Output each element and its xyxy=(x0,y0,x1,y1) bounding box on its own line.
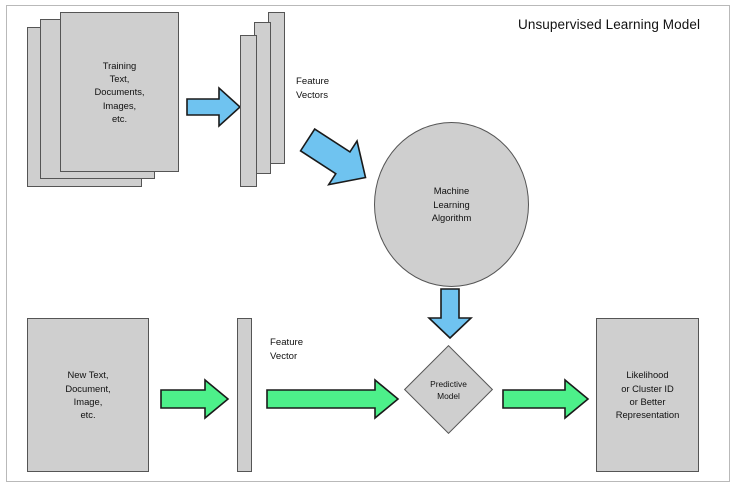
output-line-3: or Better xyxy=(629,396,666,407)
training-documents-stack: Training Text, Documents, Images, etc. xyxy=(60,12,179,172)
new-input-line-3: Image, xyxy=(73,396,103,407)
new-input-line-4: etc. xyxy=(80,409,96,421)
predictive-model-diamond: Predictive Model xyxy=(399,339,498,441)
predictive-model-label: Predictive Model xyxy=(399,339,498,441)
green-arrow-right-2 xyxy=(266,378,400,420)
canvas-border-top xyxy=(6,5,730,6)
algorithm-line-1: Machine xyxy=(433,185,470,197)
feature-vector-label: Feature Vector xyxy=(270,336,303,364)
training-line-3: Documents, xyxy=(94,86,145,98)
feature-vectors-line-1: Feature xyxy=(296,76,330,87)
feature-vector-line-1: Feature xyxy=(270,337,304,348)
feature-vectors-label: Feature Vectors xyxy=(296,75,329,103)
blue-arrow-diagonal xyxy=(299,127,374,190)
blue-arrow-down xyxy=(427,288,473,340)
model-line-1: Predictive xyxy=(430,378,467,389)
canvas-border-bottom xyxy=(6,481,730,482)
algorithm-line-3: Algorithm xyxy=(431,212,472,224)
canvas-border-left xyxy=(6,5,7,482)
output-label: Likelihood or Cluster ID or Better Repre… xyxy=(616,368,680,421)
new-input-label: New Text, Document, Image, etc. xyxy=(65,368,110,421)
machine-learning-algorithm-label: Machine Learning Algorithm xyxy=(432,184,472,225)
output-line-2: or Cluster ID xyxy=(621,382,674,394)
new-input-line-1: New Text, xyxy=(67,369,109,381)
training-line-5: etc. xyxy=(111,113,128,125)
output-line-1: Likelihood xyxy=(626,369,669,381)
machine-learning-algorithm: Machine Learning Algorithm xyxy=(374,122,529,287)
feature-vectors-line-2: Vectors xyxy=(296,89,328,101)
new-input-line-2: Document, xyxy=(65,382,111,394)
training-documents-label: Training Text, Documents, Images, etc. xyxy=(94,59,144,126)
canvas-border-right xyxy=(729,5,730,482)
output-line-4: Representation xyxy=(615,409,680,421)
training-line-4: Images, xyxy=(102,99,137,111)
output-box: Likelihood or Cluster ID or Better Repre… xyxy=(596,318,699,472)
green-arrow-right-1 xyxy=(160,378,230,420)
blue-arrow-right xyxy=(186,86,242,128)
model-line-2: Model xyxy=(437,391,460,401)
training-line-1: Training xyxy=(102,59,137,71)
green-arrow-right-3 xyxy=(502,378,590,420)
new-input-box: New Text, Document, Image, etc. xyxy=(27,318,149,472)
diagram-title: Unsupervised Learning Model xyxy=(518,17,701,32)
algorithm-line-2: Learning xyxy=(433,198,470,210)
feature-vector-bar-1 xyxy=(240,35,257,187)
feature-vector-line-2: Vector xyxy=(270,350,298,362)
feature-vector-bar xyxy=(237,318,252,472)
training-line-2: Text, xyxy=(109,72,130,84)
